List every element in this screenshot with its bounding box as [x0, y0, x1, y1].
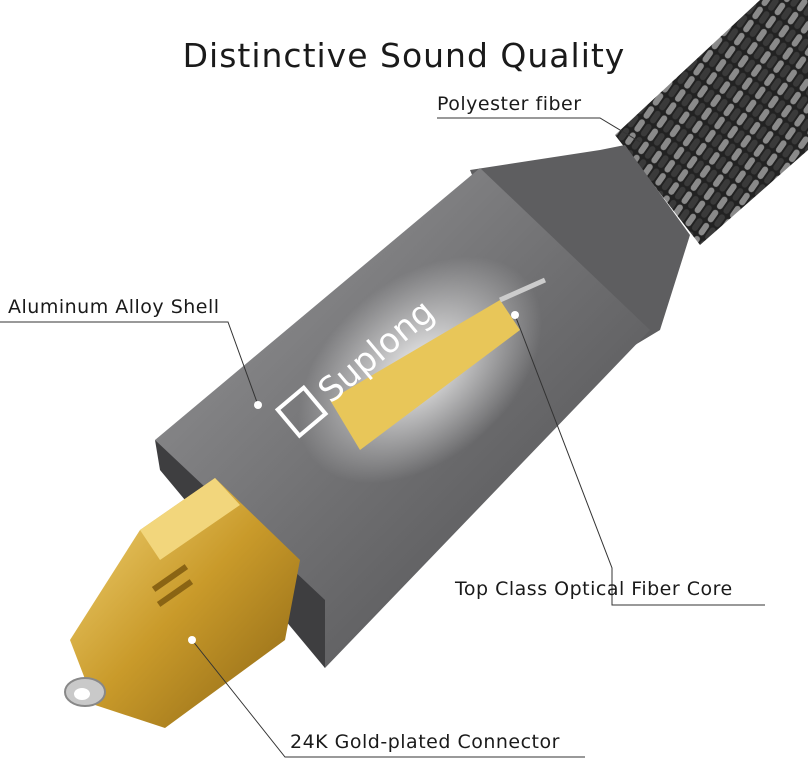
headline-title: Distinctive Sound Quality — [182, 36, 626, 75]
connector-leader-line — [191, 639, 585, 758]
braided-cable — [615, 0, 808, 245]
label-optical-core: Top Class Optical Fiber Core — [455, 578, 733, 600]
gold-ferrule — [330, 300, 520, 450]
gold-connector — [70, 478, 300, 728]
label-polyester-fiber: Polyester fiber — [437, 93, 582, 115]
core-leader-line — [514, 314, 765, 606]
brand-logo-icon — [274, 384, 329, 439]
shell-leader-line — [0, 321, 259, 406]
fiber-leader-line — [437, 117, 641, 143]
label-gold-connector: 24K Gold-plated Connector — [290, 731, 560, 753]
label-aluminum-shell: Aluminum Alloy Shell — [8, 296, 220, 318]
